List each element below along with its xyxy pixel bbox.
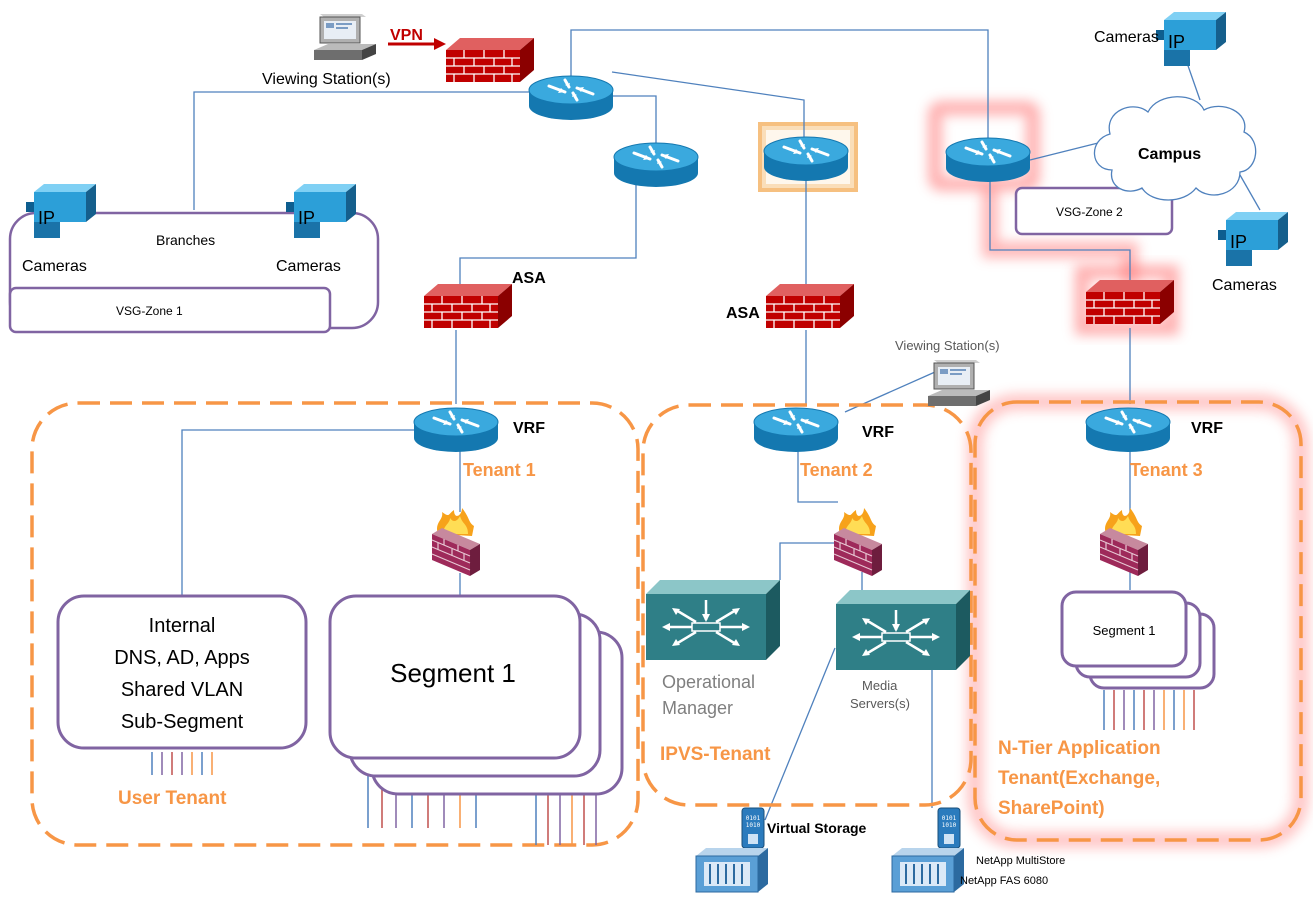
segment-1-stack [328, 594, 624, 845]
storage-icon [891, 807, 965, 893]
router-icon [1084, 406, 1172, 454]
router-icon [527, 74, 615, 122]
asa-firewall-icon [445, 37, 535, 83]
virtual-storage-label: Virtual Storage [767, 820, 867, 836]
router-icon [762, 135, 850, 183]
ip-camera-icon [1218, 212, 1288, 266]
workstation-icon [313, 13, 377, 61]
router-icon [612, 141, 700, 189]
host-firewall-icon [1099, 507, 1149, 577]
switch-icon [644, 578, 782, 662]
cameras-label: Cameras [1212, 277, 1277, 294]
ipvs-tenant-boundary [641, 403, 973, 807]
cameras-label: Cameras [276, 258, 341, 275]
tenant-3-label: Tenant 3 [1130, 460, 1203, 480]
operational-manager-label: Manager [662, 698, 733, 718]
ip-label: IP [1168, 32, 1185, 52]
internal-line: Sub-Segment [121, 711, 244, 733]
ip-camera-icon [1156, 12, 1226, 66]
operational-manager-label: Operational [662, 672, 755, 692]
user-tenant-label: User Tenant [118, 788, 227, 809]
host-firewall-icon [833, 507, 883, 577]
vsg-zone-2-box [1014, 186, 1174, 236]
branches-label: Branches [156, 232, 215, 248]
asa-label: ASA [726, 305, 760, 322]
host-firewall-icon [431, 507, 481, 577]
internal-line: DNS, AD, Apps [114, 647, 250, 669]
media-servers-label: Media [862, 678, 898, 693]
router-icon [412, 406, 500, 454]
tenant-2-label: Tenant 2 [800, 460, 873, 480]
ip-label: IP [38, 208, 55, 228]
segment-1-label: Segment 1 [390, 658, 516, 688]
workstation-icon [927, 359, 991, 407]
cloud-icon [1093, 96, 1257, 201]
internal-shared-box [56, 594, 308, 775]
media-servers-label: Servers(s) [850, 696, 910, 711]
asa-label: ASA [512, 270, 546, 287]
storage-icon [695, 807, 769, 893]
vrf-label: VRF [1191, 420, 1223, 437]
asa-firewall-icon [765, 283, 855, 329]
ipvs-tenant-label: IPVS-Tenant [660, 744, 771, 765]
tenant-1-label: Tenant 1 [463, 460, 536, 480]
user-tenant-boundary [30, 401, 640, 847]
vsg-zone-2-label: VSG-Zone 2 [1056, 205, 1123, 219]
router-icon [944, 136, 1032, 184]
asa-firewall-icon [1085, 279, 1175, 325]
cameras-label: Cameras [22, 258, 87, 275]
cameras-label: Cameras [1094, 29, 1159, 46]
network-links [181, 29, 1261, 821]
ntier-label: SharePoint) [998, 798, 1105, 819]
netapp-fas-label: NetApp FAS 6080 [960, 875, 1048, 887]
ip-camera-icon [286, 184, 356, 238]
viewing-station-mid-label: Viewing Station(s) [895, 338, 1000, 353]
ip-label: IP [1230, 232, 1247, 252]
tenant-boundaries [30, 400, 1303, 847]
switch-icon [834, 588, 972, 672]
ntier-tenant-boundary [973, 400, 1303, 842]
ip-camera-icon [26, 184, 96, 238]
netapp-multistore-label: NetApp MultiStore [976, 855, 1065, 867]
ntier-label: Tenant(Exchange, [998, 768, 1160, 789]
viewing-station-top-label: Viewing Station(s) [262, 71, 391, 88]
segment-1-small-label: Segment 1 [1093, 623, 1156, 638]
segment-1-small-stack [1060, 590, 1216, 730]
ip-label: IP [298, 208, 315, 228]
vrf-label: VRF [862, 424, 894, 441]
ntier-label: N-Tier Application [998, 738, 1161, 759]
campus-label: Campus [1138, 146, 1201, 163]
vpn-label: VPN [390, 27, 423, 44]
vrf-label: VRF [513, 420, 545, 437]
internal-line: Shared VLAN [121, 679, 243, 701]
vsg-zone-1-label: VSG-Zone 1 [116, 304, 183, 318]
branches-zone [8, 211, 380, 334]
internal-line: Internal [149, 615, 216, 637]
asa-firewall-icon [423, 283, 513, 329]
router-icon [752, 406, 840, 454]
vpn-arrow [388, 38, 446, 50]
